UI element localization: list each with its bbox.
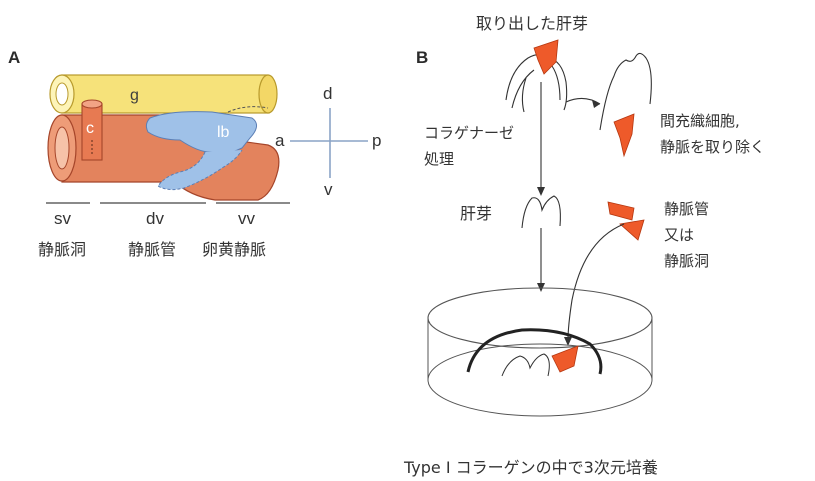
vessel-label-line-3: 静脈洞 (664, 248, 709, 274)
liver-bud-squiggle (522, 196, 560, 228)
flow-arrow-1-head (537, 187, 545, 196)
gut-label-g: g (130, 87, 139, 105)
liver-bud-label-lb: lb (217, 124, 229, 142)
culture-caption: Type I コラーゲンの中で3次元培養 (404, 454, 658, 478)
panel-a-diagram (46, 75, 368, 203)
enzyme-label-line-1: コラゲナーゼ (424, 120, 514, 146)
extracted-liver-bud (534, 40, 558, 74)
segment-name-dv: 静脈管 (128, 236, 176, 260)
dish-liver-bud (502, 354, 549, 376)
axis-label-v: v (324, 180, 333, 200)
segment-code-dv: dv (146, 209, 164, 229)
removal-label-line-1: 間充織細胞, (660, 108, 740, 134)
removal-label-line-2: 静脈を取り除く (660, 134, 765, 160)
vessel-label-c: c (86, 120, 94, 138)
panel-b-diagram (428, 40, 652, 416)
panel-a-label: A (8, 48, 20, 68)
vessel-piece-1 (608, 202, 634, 220)
segment-name-vv: 卵黄静脈 (202, 236, 266, 260)
extracted-tissue (506, 54, 567, 112)
liver-bud-label: 肝芽 (460, 200, 492, 224)
vessel-label-line-2: 又は (664, 222, 694, 248)
vessel-to-dish-arrow (568, 224, 624, 340)
segment-code-vv: vv (238, 209, 255, 229)
axis-cross (290, 108, 368, 178)
segment-code-sv: sv (54, 209, 71, 229)
extracted-bud-label: 取り出した肝芽 (476, 10, 588, 34)
panel-b-label: B (416, 48, 428, 68)
axis-label-p: p (372, 131, 381, 151)
axis-label-d: d (323, 84, 332, 104)
enzyme-label-line-2: 処理 (424, 146, 454, 172)
removed-tissue-shape (614, 114, 634, 156)
vessel-label-line-1: 静脈管 (664, 196, 709, 222)
segment-name-sv: 静脈洞 (38, 236, 86, 260)
axis-label-a: a (275, 131, 284, 151)
dish-vessel-piece (552, 346, 578, 372)
culture-dish (428, 288, 652, 416)
vessel-piece-2 (620, 220, 644, 240)
